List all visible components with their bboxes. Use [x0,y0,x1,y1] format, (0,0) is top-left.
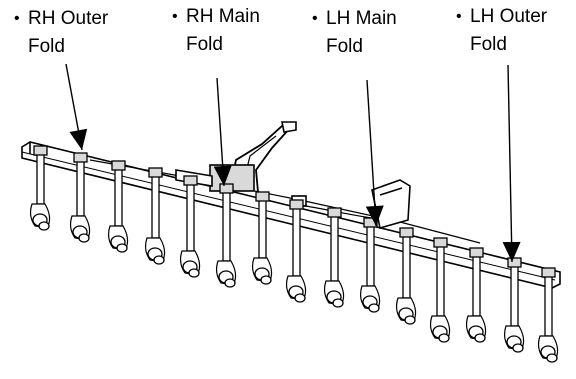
tine-tip [368,303,380,313]
shank-clamp [73,152,88,163]
shank-bar [436,241,445,317]
shank-assembly [465,247,487,343]
shank-clamp [469,247,484,258]
callout-label-line1: RH Outer [28,8,109,29]
shank-clamp [507,257,522,268]
tine-tip [38,221,50,231]
shank-bar [76,156,85,217]
arrow-lh-rh-main-fold [213,77,232,187]
leader-line [366,79,377,227]
callout-label-line2: Fold [28,36,65,57]
shank-bar [402,231,411,299]
shank-assembly [144,167,166,265]
bullet: • [172,8,178,25]
shank-clamp [33,145,48,156]
arrowhead [502,241,521,262]
shank-clamp [255,191,270,202]
shank-bar [114,164,123,227]
shank-assembly [107,160,129,253]
callout-lh-outer-fold: • LH Outer Fold [456,3,548,59]
shank-assembly [179,175,201,278]
callout-label-line1: RH Main [186,6,260,27]
tine-tip [260,275,272,285]
tine-tip [188,268,200,278]
callout-rh-main-fold: • RH Main Fold [172,3,260,59]
shank-bar [258,195,267,259]
callout-lh-main-fold: • LH Main Fold [312,5,397,61]
shank-clamp [289,199,304,210]
tine-tip [546,353,558,363]
callout-label-line2: Fold [186,34,223,55]
arrowhead [365,205,384,226]
shank-clamp [541,267,556,278]
shank-clamp [111,160,126,171]
shank-bar [151,171,160,239]
callout-rh-outer-fold: • RH Outer Fold [14,5,109,61]
bullet: • [312,10,318,27]
beam-edge [21,151,556,281]
callout-label-line1: LH Outer [470,6,548,27]
shank-clamp [399,227,414,238]
shank-assembly [69,152,91,243]
tine-tip [512,343,524,353]
lh-fold-tower [371,179,411,230]
callout-label-line2: Fold [326,36,363,57]
leader-line [507,64,513,263]
bullet: • [14,10,20,27]
shank-bar [544,271,553,337]
hitch-pin [281,121,297,133]
shank-clamp [183,175,198,186]
shank-bar [222,187,231,262]
shank-assembly [537,267,559,363]
tine-tip [474,333,486,343]
callout-label-line1: LH Main [326,8,397,29]
shank-assembly [215,183,237,288]
tine-tip [404,315,416,325]
arrow-rh-outer-fold [65,63,88,151]
shank-bar [510,261,519,327]
tine-tip [294,293,306,303]
tine-tip [78,233,90,243]
bullet: • [456,8,462,25]
shank-bar [36,149,45,205]
shank-bar [472,251,481,317]
tine-tip [438,333,450,343]
shank-bar [330,211,339,282]
tine-tip [224,278,236,288]
shank-assembly [503,257,525,353]
callout-arrows [65,63,521,263]
shank-assembly [359,217,381,313]
callout-label-line2: Fold [470,34,507,55]
arrowhead [213,165,232,186]
tower-brace [379,187,403,196]
arrow-lh-main-fold [365,79,384,227]
shank-bar [186,179,195,252]
tine-tip [116,243,128,253]
tine-tip [153,255,165,265]
shank-assembly [429,237,451,343]
tine-tip [332,298,344,308]
shank-clamp [219,183,234,194]
arrow-lh-outer-fold [502,64,521,263]
shank-bar [366,221,375,287]
shank-bar [292,203,301,277]
shank-assembly [285,199,307,303]
shank-clamp [327,207,342,218]
shank-assembly [29,145,51,231]
shank-clamp [433,237,448,248]
shank-clamp [148,167,163,178]
shank-row [29,145,559,363]
shank-assembly [251,191,273,285]
shank-assembly [395,227,417,325]
arrowhead [69,128,88,150]
shank-assembly [323,207,345,308]
